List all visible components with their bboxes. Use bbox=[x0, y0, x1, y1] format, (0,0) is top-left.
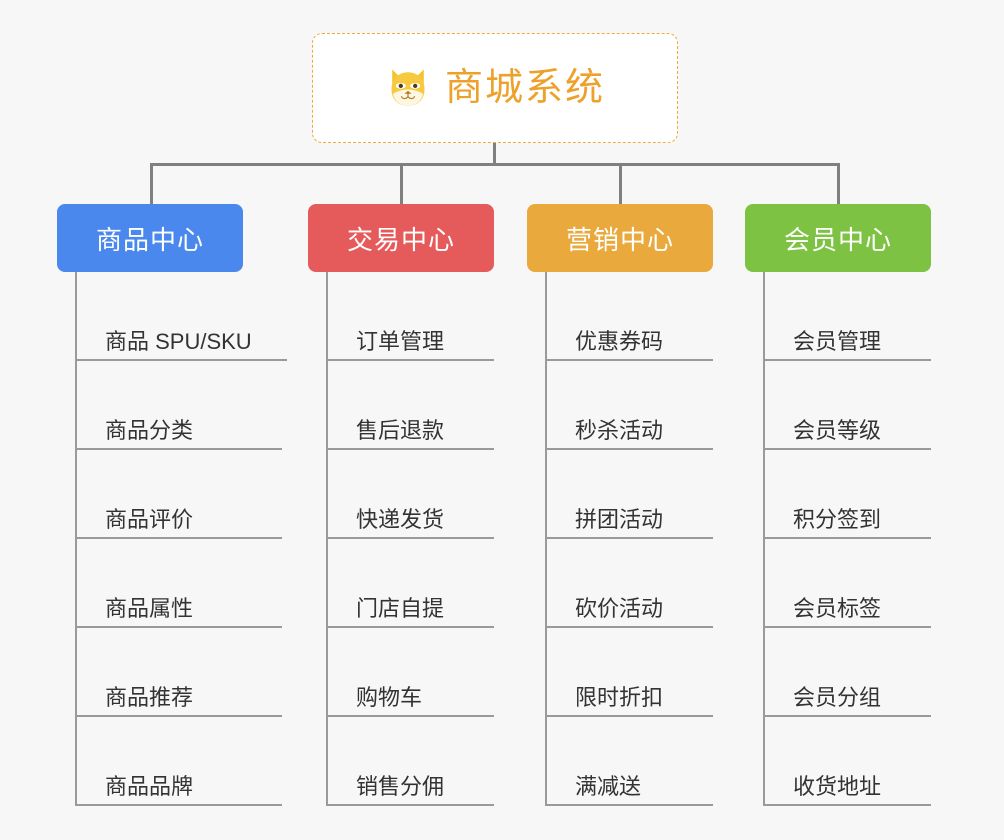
list-item[interactable]: 积分签到 bbox=[745, 450, 931, 539]
connector-drop-1 bbox=[150, 163, 153, 205]
item-underline bbox=[545, 715, 713, 717]
list-item[interactable]: 售后退款 bbox=[308, 361, 494, 450]
list-item-label: 限时折扣 bbox=[575, 685, 664, 710]
list-item-label: 快递发货 bbox=[356, 507, 445, 532]
item-underline bbox=[763, 448, 931, 450]
branch-column-1: 商品中心商品 SPU/SKU 商品分类商品评价商品属性商品推荐商品品牌 bbox=[57, 204, 287, 806]
list-item-label: 满减送 bbox=[575, 774, 642, 799]
item-underline bbox=[326, 448, 494, 450]
item-underline bbox=[545, 359, 713, 361]
list-item-label: 门店自提 bbox=[356, 596, 445, 621]
item-underline bbox=[326, 537, 494, 539]
list-item-label: 砍价活动 bbox=[575, 596, 664, 621]
root-node-mall-system[interactable]: 商城系统 bbox=[312, 33, 678, 143]
item-underline bbox=[326, 804, 494, 806]
list-item-label: 收货地址 bbox=[793, 774, 882, 799]
child-list-4: 会员管理会员等级积分签到会员标签会员分组收货地址 bbox=[745, 272, 931, 806]
list-item[interactable]: 购物车 bbox=[308, 628, 494, 717]
child-list-1: 商品 SPU/SKU 商品分类商品评价商品属性商品推荐商品品牌 bbox=[57, 272, 287, 806]
connector-horizontal-bus bbox=[150, 163, 840, 166]
connector-drop-4 bbox=[837, 163, 840, 205]
item-underline bbox=[75, 448, 282, 450]
list-item[interactable]: 优惠券码 bbox=[527, 272, 713, 361]
list-item[interactable]: 商品品牌 bbox=[57, 717, 282, 806]
item-underline bbox=[545, 448, 713, 450]
branch-column-2: 交易中心订单管理售后退款快递发货门店自提购物车销售分佣 bbox=[308, 204, 494, 806]
item-underline bbox=[75, 626, 282, 628]
item-underline bbox=[326, 715, 494, 717]
item-underline bbox=[75, 537, 282, 539]
item-underline bbox=[763, 715, 931, 717]
list-item-label: 会员标签 bbox=[793, 596, 882, 621]
item-underline bbox=[75, 804, 282, 806]
list-item-label: 商品分类 bbox=[105, 418, 194, 443]
column-spine-4 bbox=[763, 272, 765, 806]
item-underline bbox=[75, 359, 287, 361]
list-item-label: 商品属性 bbox=[105, 596, 194, 621]
list-item-label: 秒杀活动 bbox=[575, 418, 664, 443]
item-underline bbox=[763, 626, 931, 628]
list-item-label: 订单管理 bbox=[356, 329, 445, 354]
list-item[interactable]: 拼团活动 bbox=[527, 450, 713, 539]
item-underline bbox=[326, 626, 494, 628]
list-item[interactable]: 商品属性 bbox=[57, 539, 282, 628]
connector-root-stem bbox=[493, 143, 496, 165]
connector-drop-3 bbox=[619, 163, 622, 205]
list-item-label: 会员等级 bbox=[793, 418, 882, 443]
list-item-label: 售后退款 bbox=[356, 418, 445, 443]
branch-column-3: 营销中心优惠券码秒杀活动拼团活动砍价活动限时折扣满减送 bbox=[527, 204, 713, 806]
list-item[interactable]: 满减送 bbox=[527, 717, 713, 806]
child-list-2: 订单管理售后退款快递发货门店自提购物车销售分佣 bbox=[308, 272, 494, 806]
list-item-label: 拼团活动 bbox=[575, 507, 664, 532]
list-item[interactable]: 商品评价 bbox=[57, 450, 282, 539]
item-underline bbox=[545, 626, 713, 628]
list-item[interactable]: 快递发货 bbox=[308, 450, 494, 539]
list-item-label: 销售分佣 bbox=[356, 774, 445, 799]
category-box-4[interactable]: 会员中心 bbox=[745, 204, 931, 272]
item-underline bbox=[545, 804, 713, 806]
item-underline bbox=[326, 359, 494, 361]
root-title: 商城系统 bbox=[444, 67, 605, 109]
list-item-label: 商品评价 bbox=[105, 507, 194, 532]
item-underline bbox=[75, 715, 282, 717]
child-list-3: 优惠券码秒杀活动拼团活动砍价活动限时折扣满减送 bbox=[527, 272, 713, 806]
list-item[interactable]: 砍价活动 bbox=[527, 539, 713, 628]
list-item-label: 商品品牌 bbox=[105, 774, 194, 799]
item-underline bbox=[545, 537, 713, 539]
list-item[interactable]: 秒杀活动 bbox=[527, 361, 713, 450]
list-item-label: 购物车 bbox=[356, 685, 423, 710]
list-item-label: 优惠券码 bbox=[575, 329, 664, 354]
list-item-label: 会员管理 bbox=[793, 329, 882, 354]
list-item[interactable]: 商品分类 bbox=[57, 361, 282, 450]
list-item[interactable]: 限时折扣 bbox=[527, 628, 713, 717]
item-underline bbox=[763, 804, 931, 806]
list-item-label: 商品推荐 bbox=[105, 685, 194, 710]
list-item[interactable]: 商品推荐 bbox=[57, 628, 282, 717]
category-box-2[interactable]: 交易中心 bbox=[308, 204, 494, 272]
connector-drop-2 bbox=[400, 163, 403, 205]
item-underline bbox=[763, 359, 931, 361]
item-underline bbox=[763, 537, 931, 539]
shiba-dog-face-icon bbox=[391, 69, 425, 106]
list-item[interactable]: 商品 SPU/SKU bbox=[57, 272, 287, 361]
branch-column-4: 会员中心会员管理会员等级积分签到会员标签会员分组收货地址 bbox=[745, 204, 931, 806]
list-item[interactable]: 门店自提 bbox=[308, 539, 494, 628]
list-item[interactable]: 收货地址 bbox=[745, 717, 931, 806]
list-item-label: 商品 SPU/SKU bbox=[105, 329, 252, 354]
column-spine-3 bbox=[545, 272, 547, 806]
list-item[interactable]: 会员分组 bbox=[745, 628, 931, 717]
list-item[interactable]: 会员管理 bbox=[745, 272, 931, 361]
list-item[interactable]: 订单管理 bbox=[308, 272, 494, 361]
list-item[interactable]: 会员等级 bbox=[745, 361, 931, 450]
column-spine-1 bbox=[75, 272, 77, 806]
list-item[interactable]: 销售分佣 bbox=[308, 717, 494, 806]
column-spine-2 bbox=[326, 272, 328, 806]
list-item-label: 会员分组 bbox=[793, 685, 882, 710]
list-item-label: 积分签到 bbox=[793, 507, 882, 532]
list-item[interactable]: 会员标签 bbox=[745, 539, 931, 628]
category-box-3[interactable]: 营销中心 bbox=[527, 204, 713, 272]
category-box-1[interactable]: 商品中心 bbox=[57, 204, 243, 272]
